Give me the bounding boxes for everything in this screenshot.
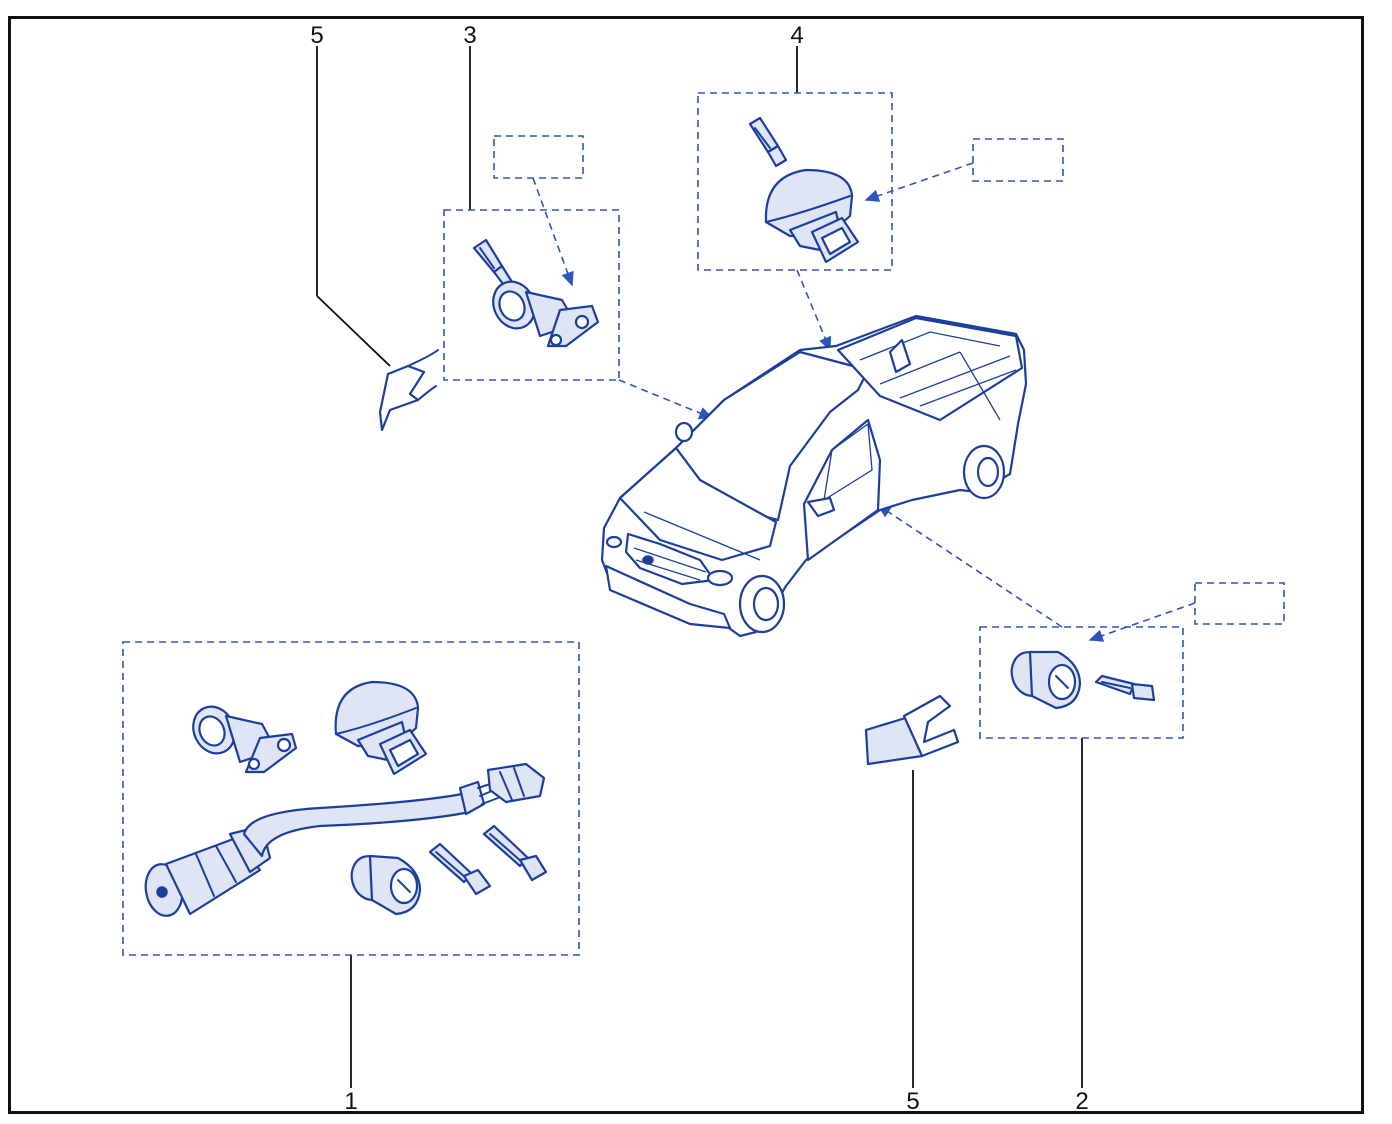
clip-icon-bottom (864, 694, 960, 766)
truck-logo (642, 555, 654, 565)
key-icon-4 (748, 116, 788, 168)
ref-box-2 (1194, 582, 1285, 625)
group-4-parts (748, 116, 860, 264)
callout-3: 3 (463, 22, 477, 49)
fuel-cap-icon (764, 168, 860, 264)
truck-mirror (806, 496, 836, 518)
ref-box-3 (493, 135, 584, 179)
arrow-group3-to-car (618, 379, 714, 420)
key-icon (472, 238, 514, 290)
truck-bed (836, 316, 1024, 422)
arrow-ref3-to-lock (532, 177, 574, 287)
wiring-harness-icon (242, 762, 546, 858)
callout-4: 4 (790, 22, 804, 49)
callout-1: 1 (344, 1088, 358, 1115)
dashed-boxes (122, 92, 1285, 956)
group-box-1 (122, 641, 580, 956)
group-1-parts (144, 680, 548, 917)
truck-hood (618, 446, 778, 562)
group-box-4 (697, 92, 893, 271)
ignition-barrel-icon (144, 824, 272, 917)
leader-5-top-diagonal (316, 295, 391, 367)
arrow-ref4-to-cap (864, 162, 974, 202)
arrow-group4-to-car (796, 269, 832, 352)
arrow-group2-to-car (876, 504, 1063, 628)
group-box-3 (443, 209, 620, 381)
tailgate-lock-icon-1 (192, 705, 298, 774)
callout-2: 2 (1075, 1088, 1089, 1115)
door-lock-icon-2 (1010, 650, 1082, 710)
key-icon-1a (428, 842, 492, 896)
group-2-parts (1010, 650, 1156, 710)
diagram-frame (8, 16, 1364, 1114)
group-box-2 (979, 626, 1184, 739)
arrow-ref2-to-lock (1088, 602, 1196, 642)
callout-5-top: 5 (310, 22, 324, 49)
dashed-arrows (532, 162, 1196, 642)
truck-headlight (706, 569, 734, 587)
fuel-cap-icon-1 (334, 680, 428, 776)
tailgate-lock-icon (492, 280, 600, 348)
truck-grille (624, 532, 716, 586)
truck-bumper (604, 564, 732, 630)
pickup-truck-illustration (600, 314, 1028, 638)
callout-5-bottom: 5 (906, 1088, 920, 1115)
leader-lines (316, 46, 1083, 1088)
clip-icon-top (378, 349, 439, 432)
door-lock-icon-1 (350, 854, 422, 916)
key-icon-2 (1094, 674, 1156, 702)
truck-side-mirror (674, 421, 694, 443)
ref-box-4 (972, 138, 1064, 182)
key-icon-1b (482, 824, 548, 882)
group-3-parts (472, 238, 600, 348)
